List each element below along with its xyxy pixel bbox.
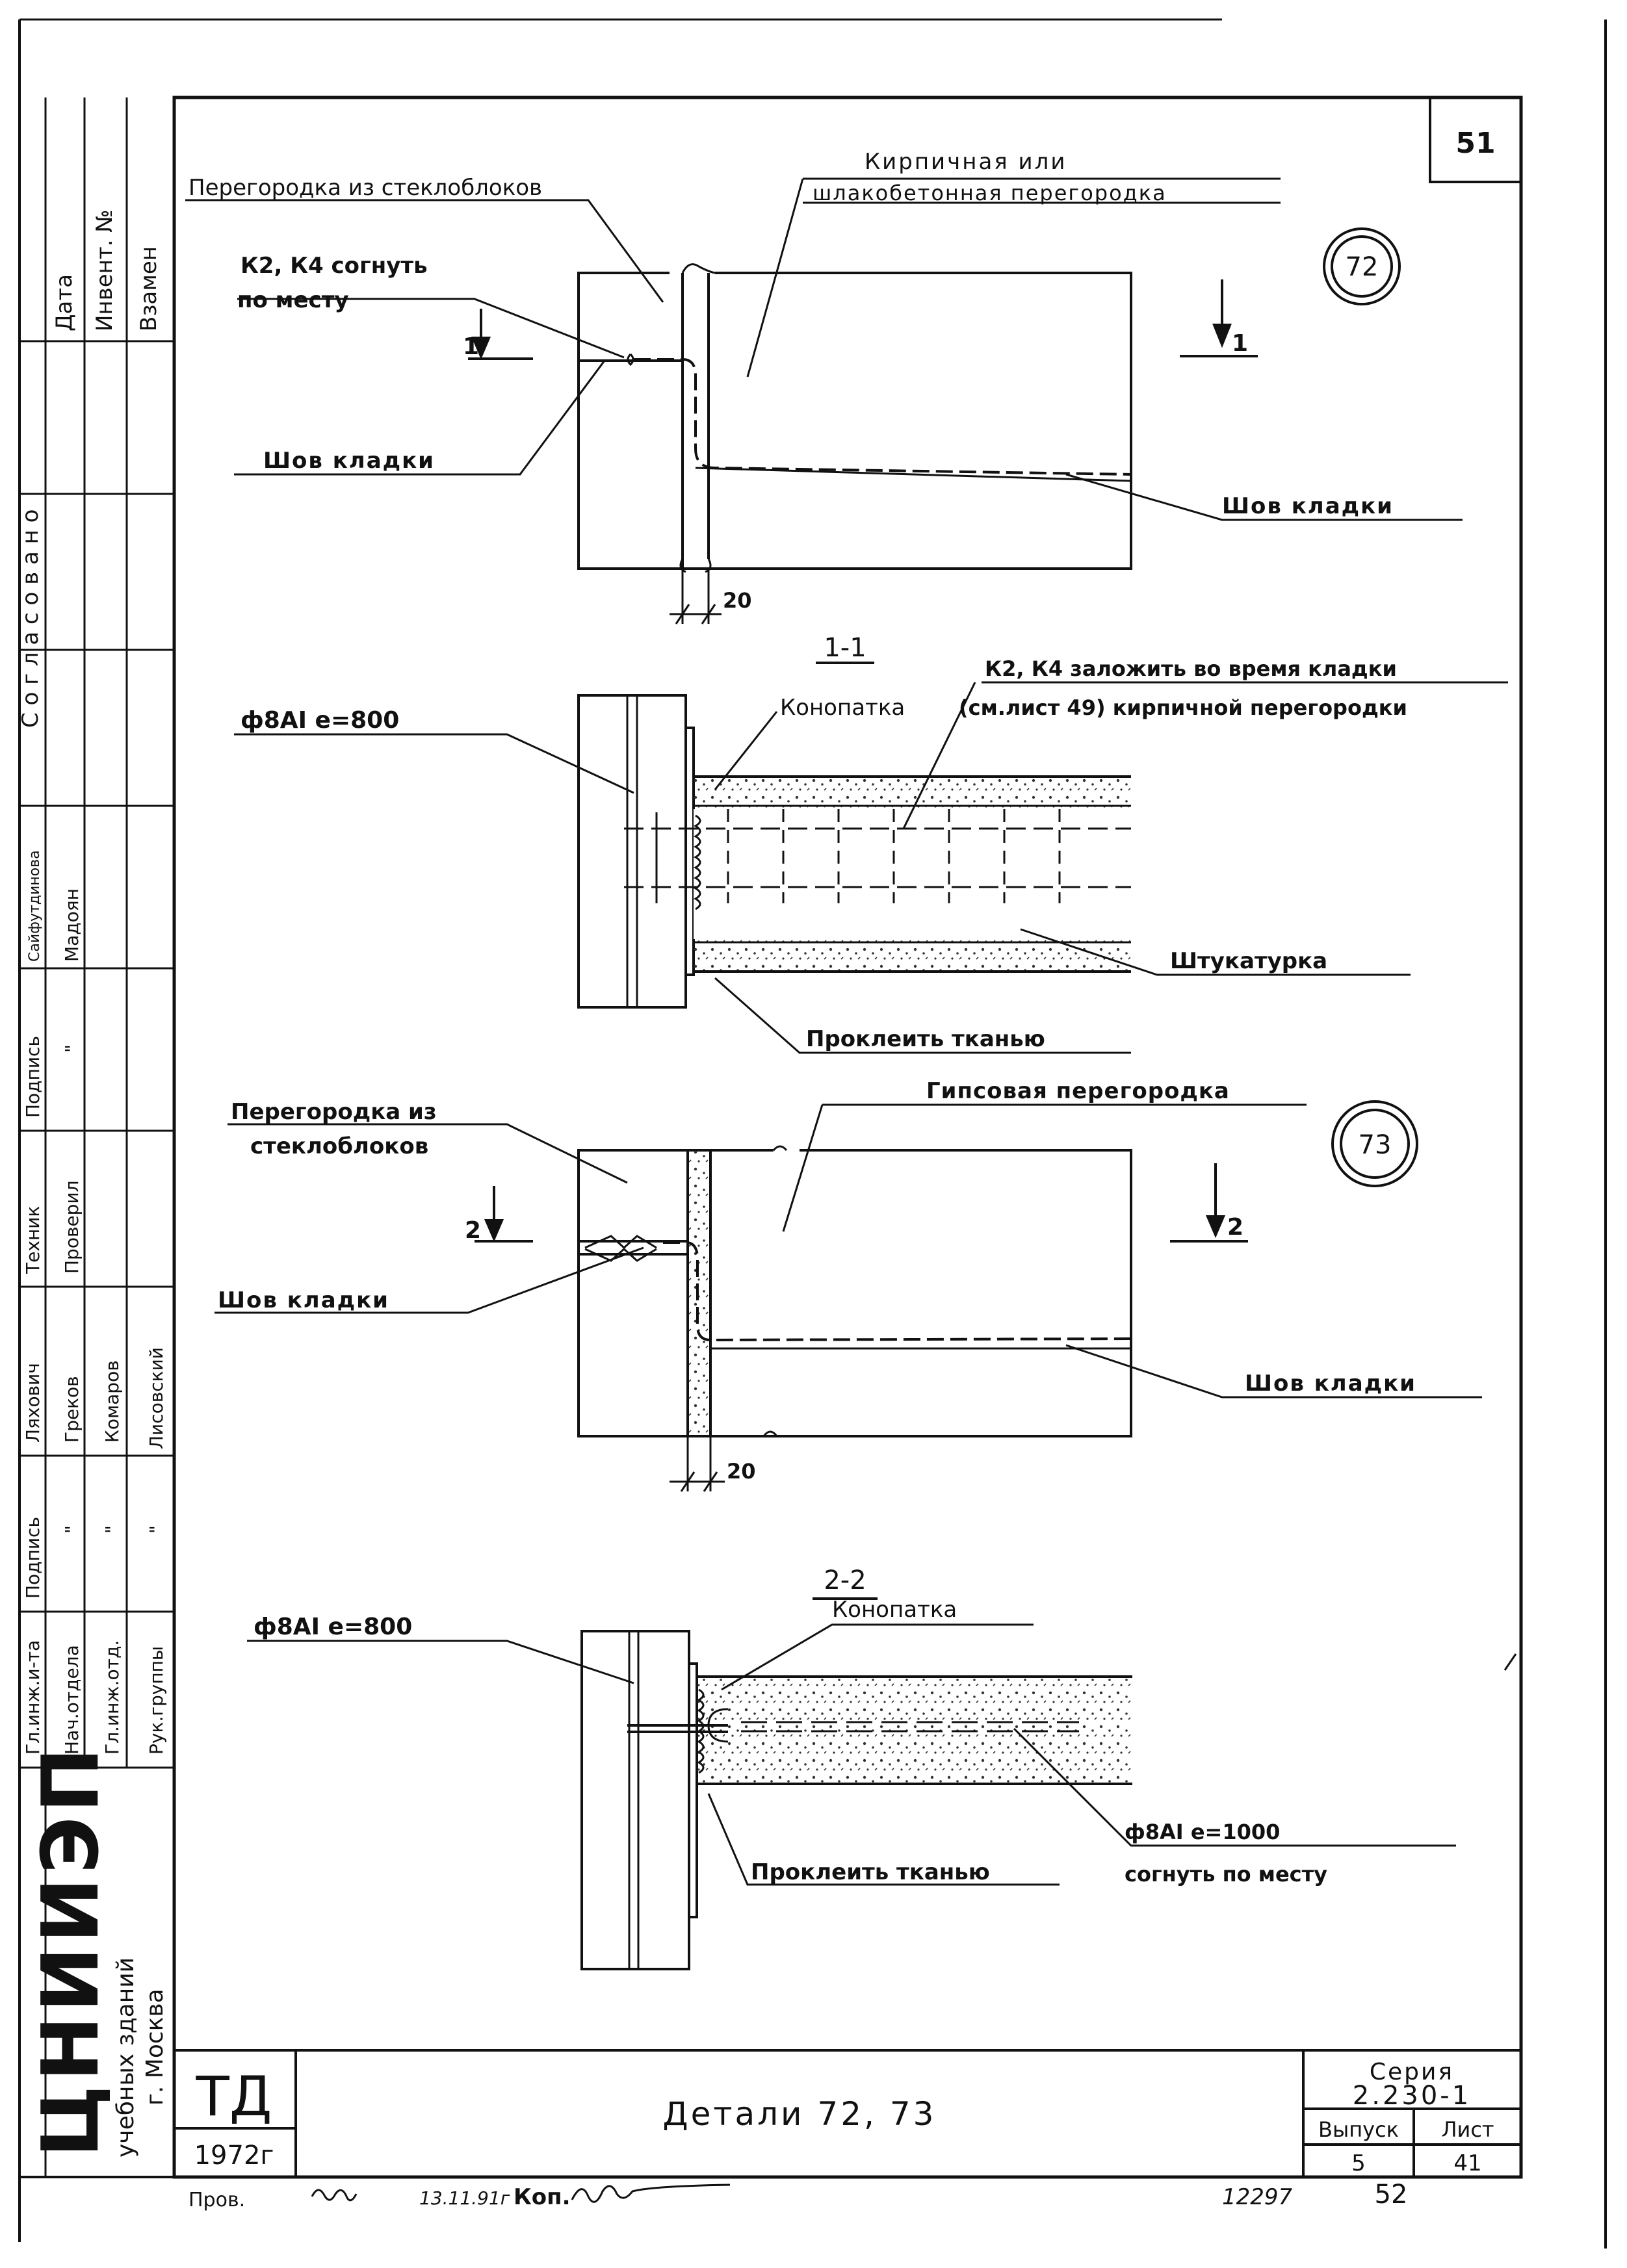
sheet-label: Лист <box>1441 2117 1494 2142</box>
detail-marker-72-label: 72 <box>1346 252 1379 282</box>
detail-marker-73-label: 73 <box>1359 1130 1392 1160</box>
left-strip <box>20 97 176 2177</box>
organization-stamp: ЦНИИЭП учебных зданий г. Москва <box>26 1744 168 2158</box>
sig-cell: Подпись <box>22 1517 44 1599</box>
label-caulk-1: Конопатка <box>780 695 905 721</box>
label-glass-partition-2a: Перегородка из <box>231 1099 437 1125</box>
middle-leaders <box>215 1103 1482 1398</box>
footer-checked: Пров. <box>189 2189 245 2211</box>
label-glass-partition: Перегородка из стеклоблоков <box>189 175 542 201</box>
footer-page: 52 <box>1375 2180 1408 2210</box>
label-joint-right-2: Шов кладки <box>1245 1371 1416 1397</box>
sig-cell: Рук.группы <box>146 1646 167 1755</box>
stray-mark <box>1503 1653 1517 1671</box>
sheet-number-box: 51 <box>1429 96 1522 183</box>
org-line-1: учебных зданий <box>112 1957 139 2158</box>
cut-arrow-right-1 <box>1180 279 1258 357</box>
year: 1972г <box>194 2141 274 2171</box>
label-rebar-1: ф8АI е=800 <box>241 707 399 734</box>
sig-cell: Гл.инж.и-та <box>22 1640 44 1755</box>
sig-cell: Комаров <box>101 1360 123 1443</box>
label-plaster: Штукатурка <box>1170 948 1327 974</box>
signature-table: Гл.инж.и-та Подпись Ляхович Техник Подпи… <box>22 850 167 1755</box>
cut-label-right-1: 1 <box>1232 330 1248 357</box>
replace-label: Взамен <box>136 246 162 331</box>
sig-cell: " <box>146 1525 167 1534</box>
label-rebar-bend-1: ф8АI е=1000 <box>1125 1820 1280 1844</box>
sig-cell: Мадоян <box>61 888 83 962</box>
label-k2k4-see-sheet: (см.лист 49) кирпичной перегородки <box>959 695 1407 720</box>
dimension-top <box>670 569 722 625</box>
section-2-title: 2-2 <box>824 1566 866 1595</box>
issue-label: Выпуск <box>1318 2117 1399 2142</box>
inventory-label: Инвент. № <box>92 209 118 331</box>
label-joint-left-2: Шов кладки <box>218 1287 389 1313</box>
sig-cell: " <box>61 1525 83 1534</box>
section-1-drawing <box>577 694 1131 1009</box>
detail-73-elevation <box>577 1145 1132 1437</box>
dimension-top-value: 20 <box>723 588 752 613</box>
label-fabric-1: Проклеить тканью <box>806 1026 1045 1052</box>
sig-cell: Нач.отдела <box>61 1645 83 1755</box>
label-joint-right: Шов кладки <box>1222 493 1394 519</box>
sig-cell: Лисовский <box>146 1347 167 1449</box>
cut-label-left-1: 1 <box>463 333 479 360</box>
label-fabric-2: Проклеить тканью <box>751 1859 990 1885</box>
label-gypsum-partition: Гипсовая перегородка <box>926 1078 1230 1104</box>
sig-cell: Ляхович <box>22 1363 44 1443</box>
label-k2k4-place: по месту <box>237 287 349 313</box>
label-brick-partition-2: шлакобетонная перегородка <box>813 181 1167 205</box>
dimension-middle <box>670 1436 725 1492</box>
series-value: 2.230-1 <box>1353 2081 1471 2111</box>
section-1-title: 1-1 <box>824 633 866 663</box>
label-k2k4-lay: К2, К4 заложить во время кладки <box>985 656 1397 681</box>
date-label: Дата <box>51 274 77 331</box>
cut-label-left-2: 2 <box>465 1217 481 1244</box>
org-line-2: г. Москва <box>142 1989 168 2106</box>
sig-cell: Подпись <box>22 1036 44 1118</box>
cut-label-right-2: 2 <box>1227 1214 1243 1241</box>
sheet-number: 51 <box>1455 127 1495 160</box>
label-rebar-bend-2: согнуть по месту <box>1125 1862 1327 1887</box>
label-glass-partition-2b: стеклоблоков <box>250 1133 428 1159</box>
detail-marker-72 <box>1323 227 1401 305</box>
sheet-value: 41 <box>1453 2150 1481 2176</box>
detail-marker-73 <box>1331 1100 1418 1187</box>
top-leaders <box>185 177 1463 521</box>
cut-arrow-left-1 <box>468 309 533 360</box>
sig-cell: Проверил <box>61 1180 83 1274</box>
sig-cell: Техник <box>22 1206 44 1274</box>
agreed-label: С о г л а с о в а н о <box>18 509 44 728</box>
checker-signature <box>311 2189 358 2202</box>
org-logo: ЦНИИЭП <box>26 1744 116 2158</box>
footer-doc-number: 12297 <box>1222 2184 1293 2210</box>
series-label: Серия <box>1370 2059 1454 2085</box>
label-joint-left: Шов кладки <box>263 448 435 474</box>
cut-arrow-left-2 <box>475 1186 533 1243</box>
section-2-leaders <box>247 1623 1456 1886</box>
issue-value: 5 <box>1351 2150 1366 2176</box>
sig-cell: Греков <box>61 1376 83 1443</box>
sig-cell: " <box>61 1044 83 1053</box>
copyist-signature <box>571 2184 731 2203</box>
label-rebar-2: ф8АI е=800 <box>254 1614 412 1640</box>
section-1-leaders <box>234 681 1508 1054</box>
sig-cell: Гл.инж.отд. <box>101 1640 123 1755</box>
title-block <box>174 2049 1521 2177</box>
dimension-middle-value: 20 <box>727 1459 756 1484</box>
section-2-drawing <box>580 1630 1132 1970</box>
footer-date: 13.11.91г <box>419 2187 510 2209</box>
label-k2k4-bend: К2, К4 согнуть <box>241 253 428 279</box>
sig-cell: " <box>101 1525 123 1534</box>
cut-arrow-right-2 <box>1170 1163 1248 1243</box>
footer-copy: Коп. <box>514 2184 571 2210</box>
label-brick-partition-1: Кирпичная или <box>865 149 1067 175</box>
detail-72-elevation <box>577 263 1132 573</box>
org-code: ТД <box>196 2065 272 2128</box>
sig-cell: Сайфутдинова <box>27 850 43 962</box>
label-caulk-2: Конопатка <box>832 1597 957 1623</box>
drawing-title: Детали 72, 73 <box>663 2095 937 2133</box>
